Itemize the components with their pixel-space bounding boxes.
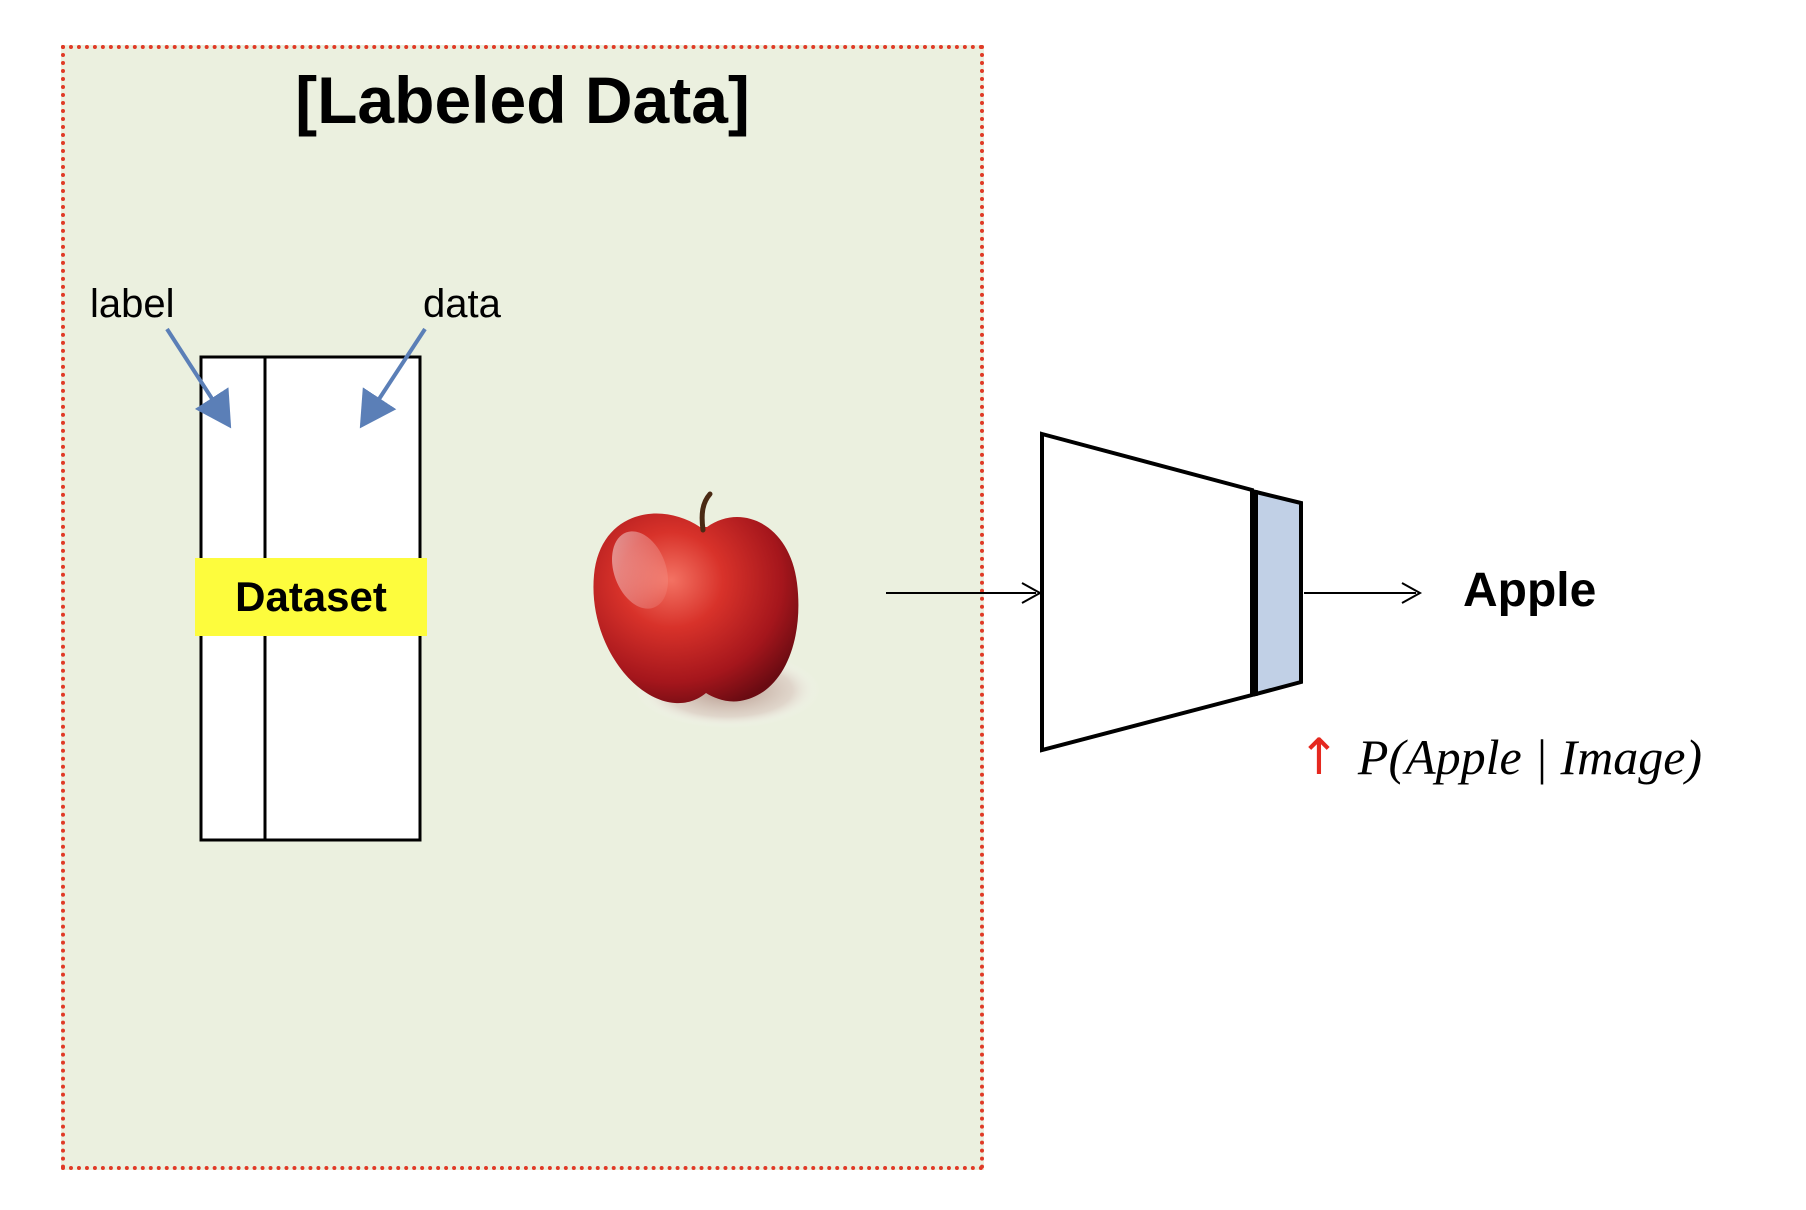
- increase-arrow-icon: ↑: [1298, 728, 1340, 786]
- label-pointer-arrow: [165, 327, 232, 429]
- apple-highlight: [611, 531, 669, 609]
- formula-expression: P(Apple | Image): [1357, 729, 1703, 785]
- dataset-badge: Dataset: [195, 558, 427, 636]
- label-caption: label: [90, 282, 175, 326]
- apple-stem: [699, 491, 713, 533]
- probability-formula: ↑ P(Apple | Image): [1298, 728, 1702, 786]
- model-output-layer: [1254, 489, 1303, 697]
- apple-icon: [593, 491, 820, 728]
- data-caption: data: [423, 282, 501, 326]
- data-pointer-arrow: [359, 327, 427, 429]
- output-label: Apple: [1463, 564, 1597, 617]
- panel-title: [Labeled Data]: [295, 63, 750, 137]
- model-encoder-block: [1040, 431, 1254, 753]
- output-arrow-head: [1401, 582, 1423, 604]
